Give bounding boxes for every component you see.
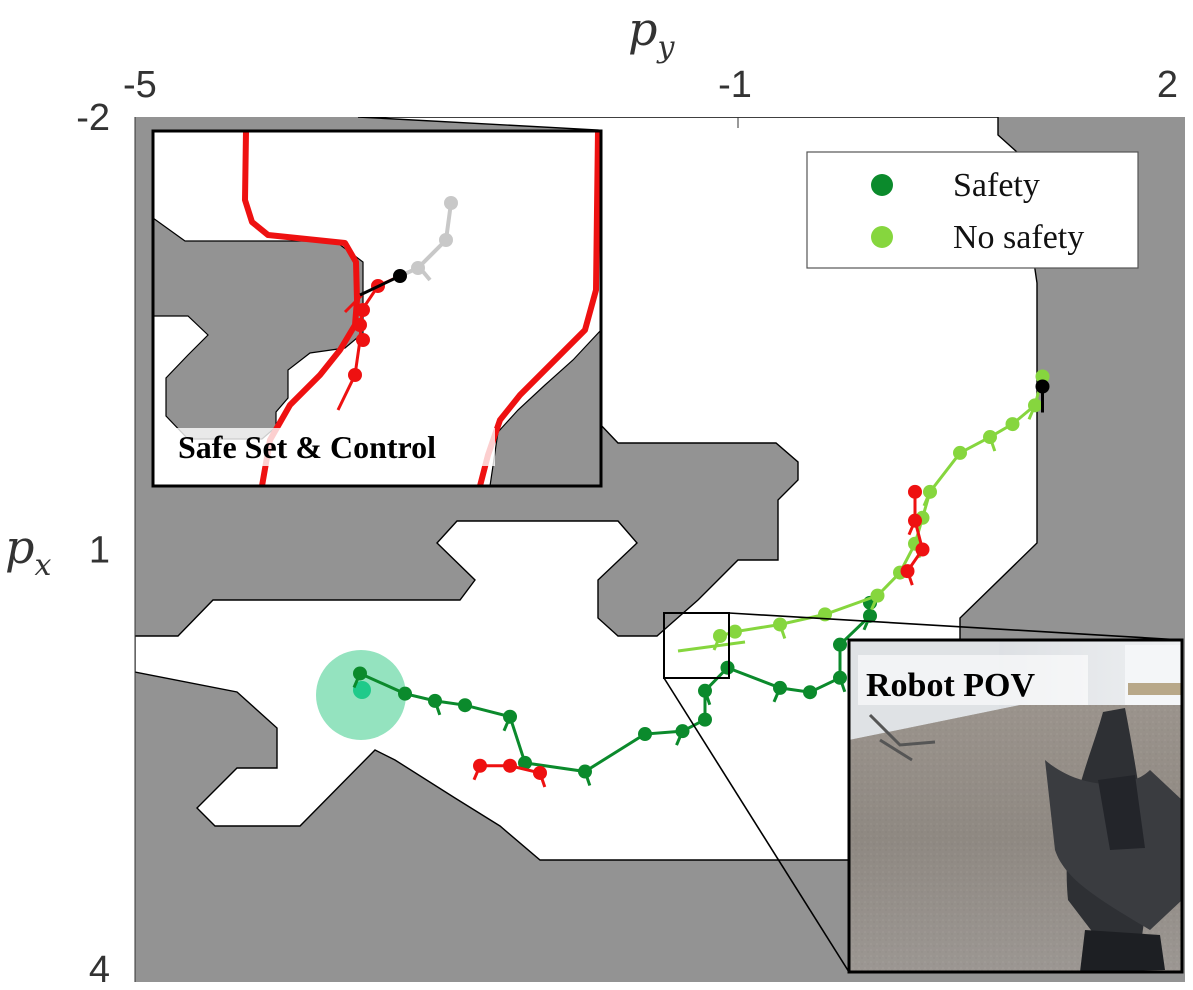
inset-obstacle-top — [153, 131, 364, 440]
data-point — [503, 758, 517, 773]
pov-desk — [1128, 683, 1182, 695]
data-point — [728, 624, 742, 639]
data-point — [353, 666, 367, 681]
inset-prev-point — [439, 233, 453, 247]
robot-pov-image: Robot POV — [847, 638, 1184, 974]
pov-title: Robot POV — [866, 667, 1036, 704]
track-lime-inner — [677, 640, 746, 653]
inset-control-point — [353, 318, 367, 332]
series-layer — [352, 369, 1050, 788]
data-point — [638, 727, 652, 742]
legend: Safety No safety — [806, 151, 1139, 269]
data-point — [908, 513, 922, 528]
series-line — [906, 491, 925, 572]
data-point — [923, 484, 937, 499]
data-point — [1028, 398, 1042, 413]
data-point — [1005, 417, 1020, 432]
data-point — [833, 637, 847, 652]
pov-chair-base — [1080, 930, 1165, 972]
legend-label: Safety — [953, 167, 1040, 204]
data-point — [578, 764, 592, 779]
zoom-box — [663, 612, 730, 679]
data-point — [773, 680, 787, 695]
data-point — [915, 542, 930, 557]
data-point — [473, 758, 487, 773]
data-point — [675, 724, 690, 739]
data-point — [503, 709, 517, 724]
data-point — [833, 670, 847, 685]
x-tick-labels: -5 -1 2 — [123, 64, 1178, 106]
data-point — [713, 629, 727, 643]
data-point — [458, 698, 472, 713]
series-2 — [472, 484, 930, 788]
y-axis-title: px — [5, 520, 51, 583]
pov-title-bg — [858, 655, 1088, 705]
x-tick-label: -5 — [123, 64, 157, 106]
pov-chair-arm — [1098, 775, 1145, 850]
inset-prev-trajectory — [399, 202, 453, 278]
inset-prev-point — [444, 196, 458, 210]
y-tick-label: -2 — [76, 97, 110, 139]
inset-title: Safe Set & Control — [178, 429, 436, 465]
x-axis-title: py — [628, 2, 675, 65]
inset-current-heading — [359, 274, 401, 297]
pov-window — [1125, 645, 1182, 705]
x-tick-label: -1 — [718, 64, 752, 106]
inset-control-point — [348, 368, 362, 382]
legend-label: No safety — [953, 219, 1084, 256]
y-tick-labels: -2 1 4 — [76, 97, 110, 990]
data-point — [698, 712, 712, 727]
data-point — [698, 683, 712, 698]
legend-marker — [871, 174, 893, 196]
inset-control-point — [356, 333, 370, 347]
data-point — [1035, 369, 1050, 384]
inset-current-point — [393, 269, 407, 283]
zoom-connector-bottom — [663, 677, 850, 973]
data-point — [720, 660, 735, 675]
inset-prev-point — [411, 261, 425, 275]
plot-frame — [134, 117, 739, 982]
inset-title-bg — [170, 428, 495, 466]
data-point — [398, 686, 412, 701]
data-point — [900, 564, 915, 579]
goal-marker — [353, 681, 371, 699]
pov-chair-legs — [868, 713, 936, 762]
data-point — [773, 617, 787, 632]
x-tick-label: 2 — [1157, 64, 1178, 106]
legend-box — [806, 151, 1139, 269]
y-tick-label: 4 — [89, 949, 110, 990]
legend-marker — [871, 226, 893, 248]
data-point — [870, 588, 885, 603]
inset-safe-set: Safe Set & Control — [151, 129, 603, 488]
data-point — [863, 608, 877, 623]
zoom-connector-top — [728, 612, 1183, 641]
data-point — [953, 445, 967, 460]
inset-obstacle-right — [489, 329, 601, 486]
data-point — [518, 755, 532, 770]
data-point — [428, 693, 442, 708]
data-point — [908, 484, 922, 499]
data-point — [803, 685, 817, 700]
data-point — [983, 430, 997, 445]
robot-position — [1035, 379, 1050, 394]
inset-control-point — [356, 303, 370, 317]
data-point — [533, 765, 547, 780]
inset-control-heading — [343, 293, 364, 314]
y-tick-label: 1 — [89, 530, 110, 572]
